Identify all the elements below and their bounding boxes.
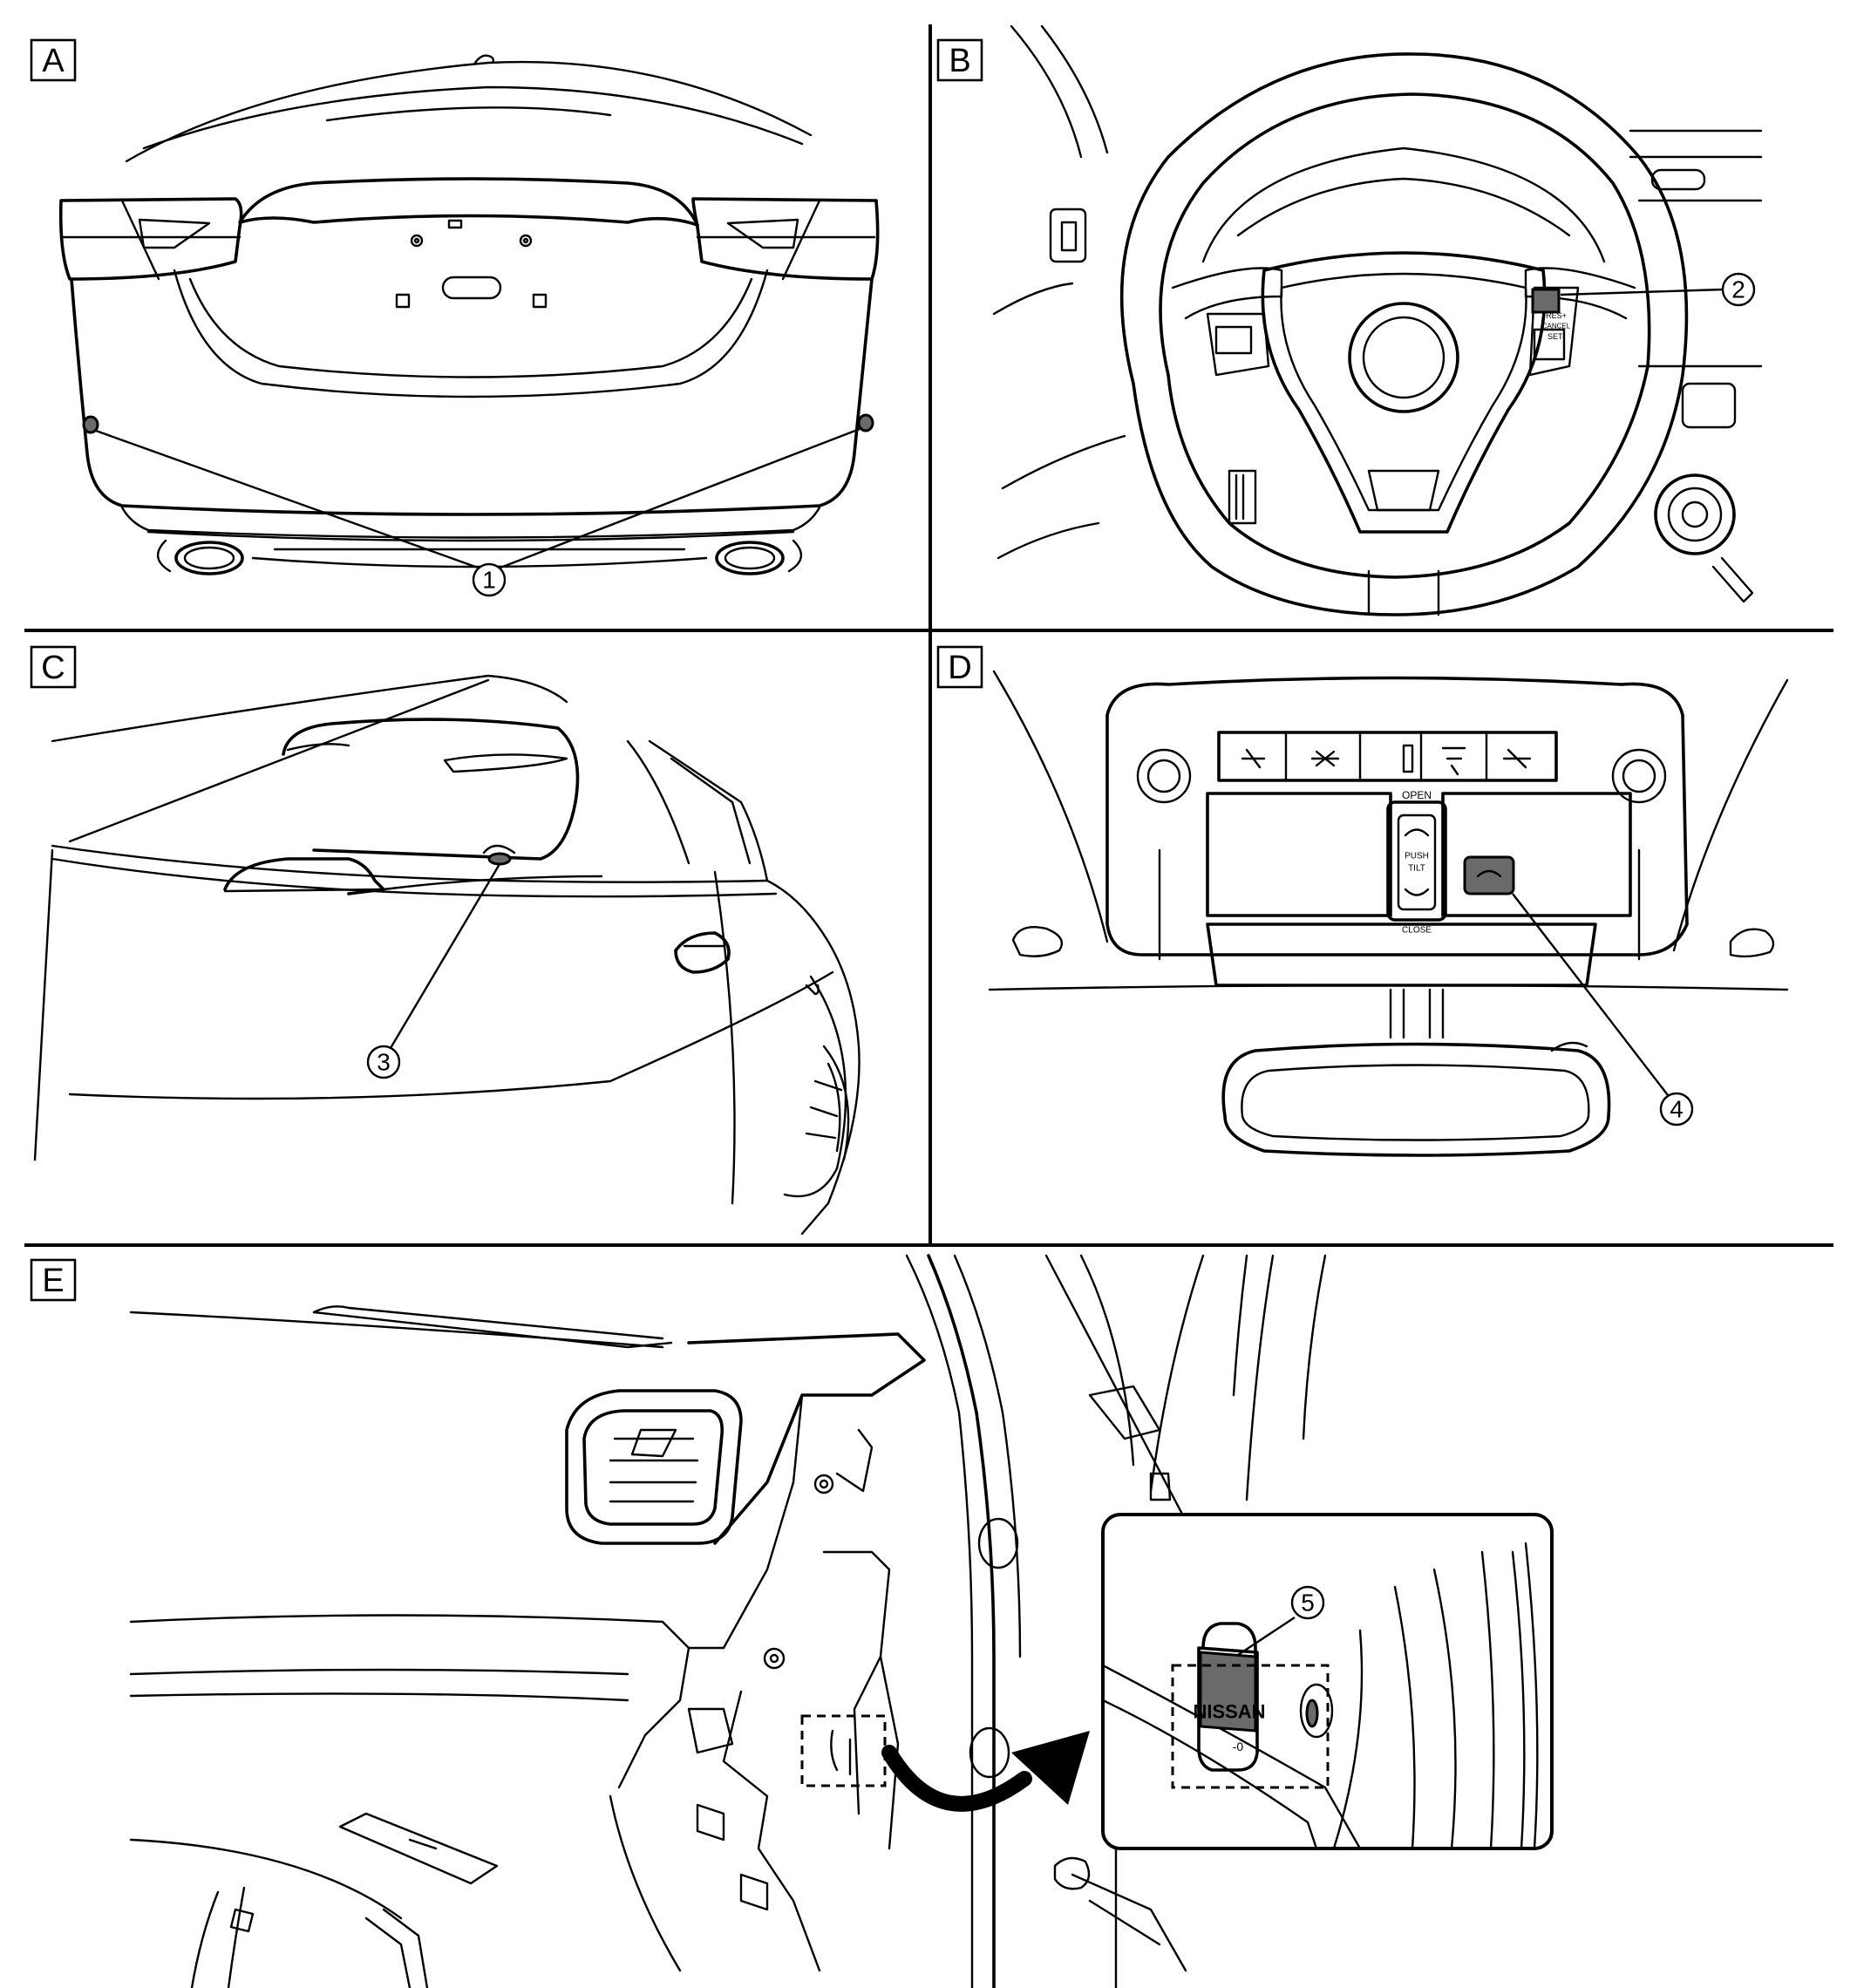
side-camera-highlight [487, 852, 512, 866]
magnify-arrow [881, 1745, 1032, 1812]
callout-1: 1 [482, 567, 496, 594]
panel-e-label-box [30, 1258, 77, 1302]
vehicle-side-drawing [33, 674, 860, 1236]
callout-2-circle [1721, 272, 1756, 307]
sunroof-push-label: PUSH [1405, 852, 1429, 861]
magnify-arrowhead [1011, 1731, 1090, 1805]
panel-e: E [30, 1254, 1554, 1988]
callout-5-circle [1290, 1585, 1325, 1620]
sunroof-open-label: OPEN [1402, 789, 1432, 801]
sticker-code: -0 [1233, 1740, 1244, 1753]
panel-a-label-box [30, 38, 77, 82]
panel-b-label: B [949, 43, 970, 79]
cancel-label: CANCEL [1542, 323, 1571, 330]
panel-d-label: D [948, 650, 971, 686]
sonar-sensor-right [857, 413, 874, 432]
steering-wheel-drawing: RES+ CANCEL SET- [992, 24, 1763, 616]
set-label: SET- [1548, 332, 1565, 341]
vin-sticker-highlight [1199, 1651, 1257, 1733]
detail-inset-content: NISSAN -0 5 [1101, 1542, 1539, 1850]
location-marker-dashed [800, 1714, 887, 1787]
callout-4-circle [1659, 1092, 1694, 1127]
sunroof-close-label: CLOSE [1402, 926, 1432, 936]
sonar-sensor-left [82, 415, 99, 434]
sunroof-tilt-label: TILT [1408, 864, 1425, 874]
callout-2: 2 [1731, 276, 1745, 303]
cruise-switch-highlight [1531, 288, 1561, 314]
callout-3-circle [366, 1045, 401, 1079]
panel-a-label: A [42, 43, 65, 79]
sticker-brand: NISSAN [1193, 1701, 1265, 1723]
panel-d-label-box [936, 645, 983, 689]
panel-b-label-box [936, 38, 983, 82]
panel-c: C [30, 645, 860, 1236]
panel-grid [24, 24, 1833, 1247]
panel-e-label: E [42, 1263, 64, 1299]
instrument-panel-drawing [129, 1254, 1327, 1988]
callout-4: 4 [1670, 1096, 1684, 1123]
panel-c-label: C [41, 650, 65, 686]
vehicle-rear-drawing [58, 54, 880, 575]
res-label: RES+ [1546, 311, 1567, 320]
panel-a: A [30, 38, 880, 597]
panel-b: B [936, 24, 1763, 616]
callout-5: 5 [1301, 1590, 1315, 1617]
callout-1-circle [472, 562, 507, 597]
camera-switch-highlight [1463, 855, 1515, 895]
panel-c-label-box [30, 645, 77, 689]
overhead-console-drawing: OPEN CLOSE PUSH TILT [988, 670, 1789, 1157]
callout-3: 3 [377, 1049, 391, 1076]
panel-d: D OPEN [936, 645, 1789, 1157]
